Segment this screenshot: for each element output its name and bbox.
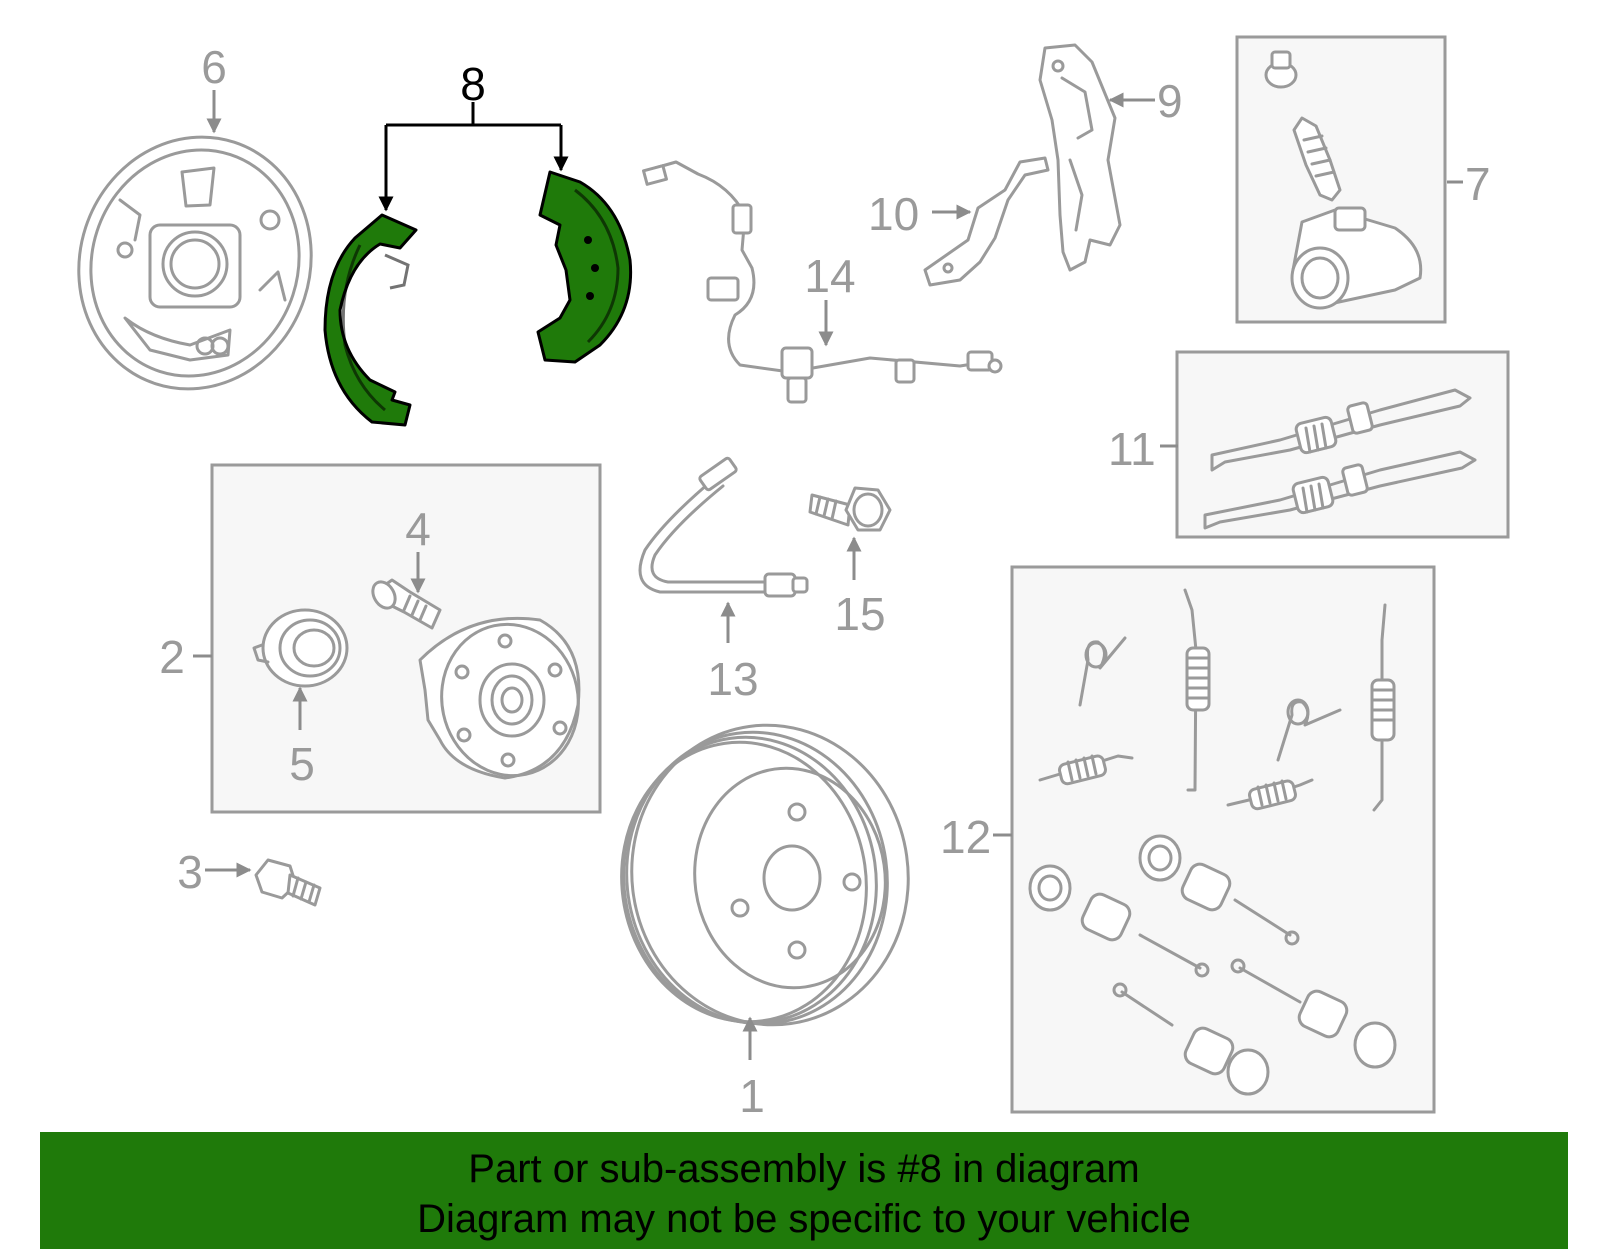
callout-14: 14: [804, 250, 855, 302]
callout-9: 9: [1157, 75, 1183, 127]
brake-shoes-part[interactable]: [323, 170, 633, 427]
callout-3: 3: [177, 846, 203, 898]
callout-8: 8: [460, 58, 486, 110]
callout-6: 6: [201, 41, 227, 93]
backing-plate-part[interactable]: [46, 107, 343, 420]
abs-sensor-wire-part[interactable]: [642, 160, 1003, 404]
wheel-cylinder-part[interactable]: [1264, 50, 1423, 310]
hardware-kit-part[interactable]: [1028, 588, 1397, 1096]
bracket-10-part[interactable]: [923, 156, 1050, 287]
bearing-part[interactable]: [252, 608, 349, 688]
banner-line-1: Part or sub-assembly is #8 in diagram: [468, 1147, 1140, 1191]
inset-box-11: [1175, 350, 1510, 539]
callout-11: 11: [1108, 423, 1156, 475]
hub-bearing-part[interactable]: [418, 612, 592, 789]
flange-bolt-part[interactable]: [808, 486, 892, 532]
brake-drum-part[interactable]: [604, 707, 928, 1042]
adjuster-kit-part[interactable]: [1203, 388, 1477, 530]
banner-line-2: Diagram may not be specific to your vehi…: [417, 1197, 1191, 1241]
callout-5: 5: [289, 738, 315, 790]
callout-10: 10: [868, 188, 919, 240]
callout-15: 15: [834, 588, 885, 640]
bolt-3-part[interactable]: [254, 858, 322, 907]
callout-12: 12: [940, 811, 991, 863]
callout-1: 1: [739, 1070, 765, 1122]
info-banner: Part or sub-assembly is #8 in diagram Di…: [40, 1132, 1568, 1249]
brake-hose-part[interactable]: [638, 456, 809, 598]
brake-shoe-left[interactable]: [323, 213, 418, 427]
callout-labels: 6 8 9 10 7 14 11 4 2 5 13 15 3 12 1: [159, 41, 1490, 1122]
leader-lines: [193, 90, 1463, 1060]
bracket-9-part[interactable]: [1038, 43, 1122, 272]
hub-bolt-part[interactable]: [368, 578, 442, 630]
callout-7: 7: [1465, 158, 1491, 210]
callout-4: 4: [405, 503, 431, 555]
callout-13: 13: [707, 653, 758, 705]
callout-2: 2: [159, 631, 185, 683]
inset-box-12: [1010, 565, 1436, 1114]
